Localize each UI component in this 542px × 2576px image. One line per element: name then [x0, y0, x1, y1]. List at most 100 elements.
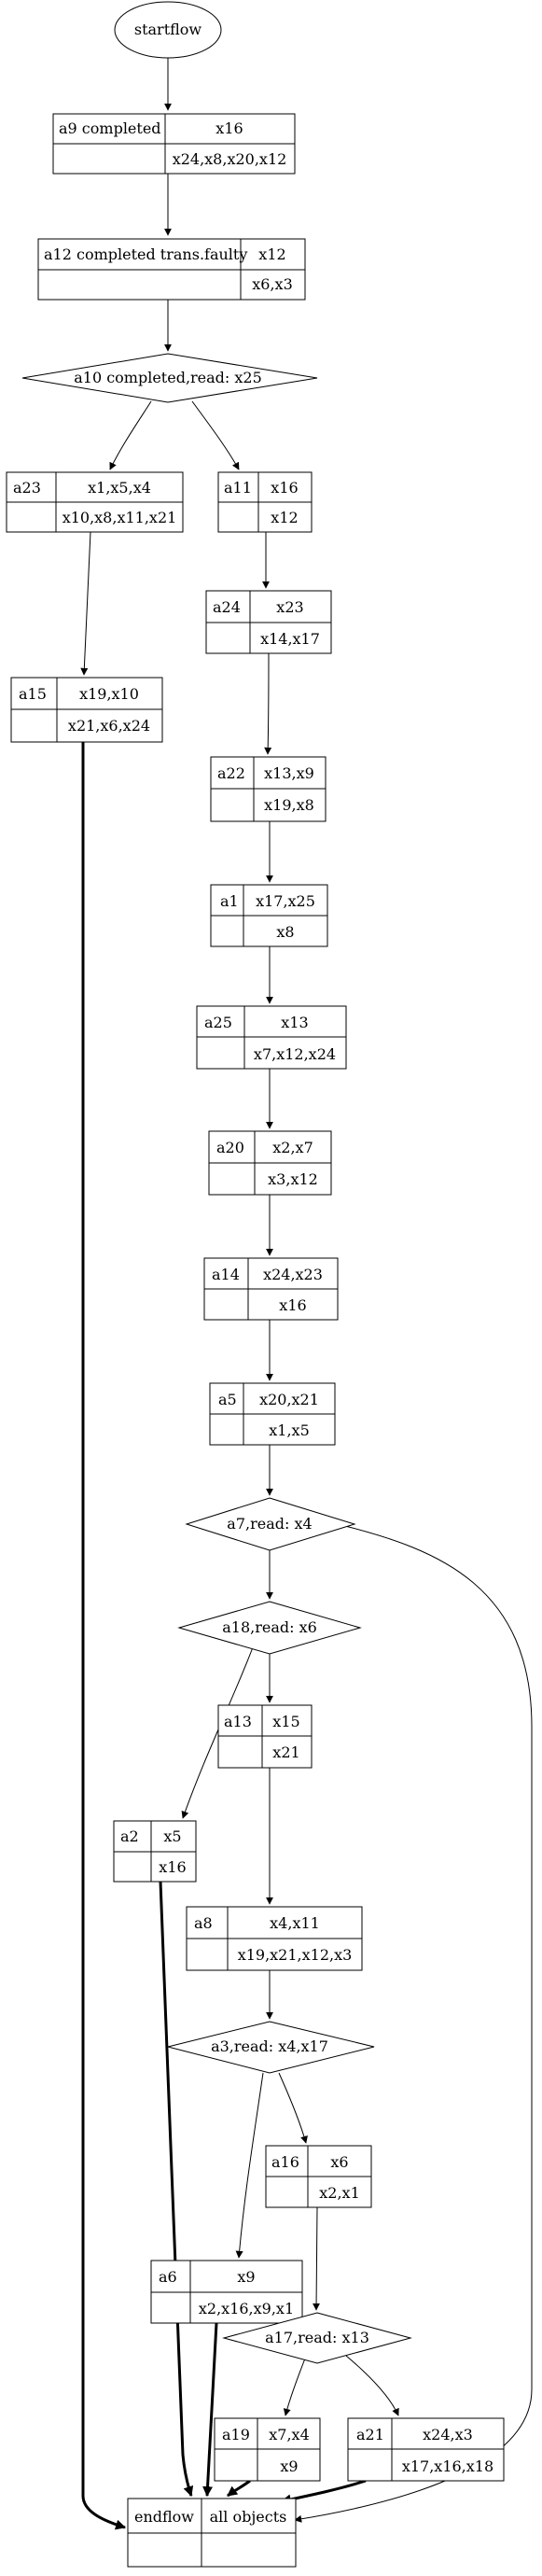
task-reads: x24,x23: [263, 1266, 323, 1283]
task-reads: x13: [281, 1014, 308, 1031]
task-a15: a15 x19,x10 x21,x6,x24: [10, 677, 163, 743]
edge-a7-to-end: [294, 1524, 533, 2523]
edge-a10-to-a23: [109, 400, 152, 470]
task-label: a22: [217, 764, 245, 782]
start-node: startflow: [114, 1, 222, 59]
task-a24: a24 x23 x14,x17: [205, 590, 332, 654]
edge-a2-to-end: [159, 1881, 194, 2498]
task-label: a9 completed: [59, 119, 161, 137]
task-a12: a12 completed trans.faulty x12 x6,x3: [37, 238, 306, 301]
edge-a6-to-end: [202, 2322, 218, 2498]
task-a9: a9 completed x16 x24,x8,x20,x12: [52, 113, 296, 175]
task-writes: x12: [271, 509, 298, 526]
decision-a10: a10 completed,read: x25: [21, 353, 318, 403]
task-reads: x23: [276, 598, 303, 616]
task-label: a13: [224, 1713, 252, 1730]
task-writes: x19,x8: [264, 796, 314, 814]
task-writes: x7,x12,x24: [254, 1045, 336, 1063]
task-writes: x9: [280, 2457, 298, 2475]
edge-a3-to-a16: [278, 2072, 308, 2144]
task-a2: a2 x5 x16: [113, 1820, 197, 1883]
task-reads: x6: [330, 2153, 348, 2171]
end-node: endflow all objects: [127, 2498, 297, 2568]
task-writes: x2,x16,x9,x1: [199, 2300, 294, 2317]
task-a23: a23 x1,x5,x4 x10,x8,x11,x21: [6, 471, 184, 533]
task-reads: x13,x9: [264, 764, 314, 782]
task-writes: x19,x21,x12,x3: [238, 1946, 353, 1964]
task-writes: x1,x5: [269, 1421, 310, 1439]
end-objects-label: all objects: [210, 2508, 287, 2526]
task-writes: x8: [276, 923, 294, 941]
task-reads: x1,x5,x4: [88, 479, 151, 497]
decision-label: a18,read: x6: [222, 1618, 317, 1636]
task-reads: x19,x10: [79, 685, 139, 703]
start-label: startflow: [134, 21, 202, 38]
task-a5: a5 x20,x21 x1,x5: [209, 1382, 336, 1446]
task-reads: x16: [215, 119, 243, 137]
edge-a19-to-end: [227, 2479, 251, 2498]
task-label: a12 completed trans.faulty: [44, 245, 247, 263]
task-label: a1: [220, 892, 239, 910]
edge-a16-to-a17: [313, 2206, 321, 2311]
task-label: a5: [218, 1391, 237, 1408]
task-label: a16: [271, 2153, 299, 2171]
task-a8: a8 x4,x11 x19,x21,x12,x3: [186, 1906, 363, 1971]
task-reads: x9: [237, 2268, 255, 2286]
edge-a17-to-a19: [283, 2358, 306, 2416]
task-reads: x24,x3: [423, 2426, 473, 2443]
task-label: a20: [216, 1139, 244, 1156]
task-label: a2: [120, 1827, 139, 1845]
task-a6: a6 x9 x2,x16,x9,x1: [150, 2260, 303, 2324]
task-reads: x17,x25: [256, 892, 315, 910]
task-reads: x2,x7: [272, 1139, 313, 1156]
task-a14: a14 x24,x23 x16: [203, 1257, 339, 1321]
task-label: a21: [356, 2426, 384, 2443]
task-writes: x3,x12: [268, 1170, 318, 1188]
task-label: a11: [224, 479, 252, 497]
task-a22: a22 x13,x9 x19,x8: [210, 756, 327, 822]
decision-a7: a7,read: x4: [185, 1497, 356, 1551]
edge-a23-to-a15: [80, 531, 91, 676]
task-a1: a1 x17,x25 x8: [210, 884, 328, 947]
task-label: a24: [213, 598, 241, 616]
task-reads: x16: [271, 479, 298, 497]
task-writes: x14,x17: [260, 630, 320, 648]
decision-a18: a18,read: x6: [177, 1601, 362, 1655]
task-a13: a13 x15 x21: [217, 1704, 313, 1769]
task-reads: x4,x11: [270, 1914, 320, 1932]
task-writes: x24,x8,x20,x12: [173, 150, 287, 168]
task-writes: x17,x16,x18: [402, 2457, 493, 2475]
decision-a3: a3,read: x4,x17: [167, 2021, 375, 2074]
task-writes: x21,x6,x24: [68, 717, 150, 735]
decision-label: a17,read: x13: [265, 2329, 369, 2346]
task-writes: x16: [279, 1296, 306, 1314]
task-a11: a11 x16 x12: [217, 471, 313, 533]
task-reads: x7,x4: [269, 2426, 310, 2443]
edge-a10-to-a11: [191, 400, 240, 470]
task-label: a23: [13, 479, 41, 497]
task-reads: x15: [272, 1713, 299, 1730]
decision-label: a3,read: x4,x17: [211, 2037, 328, 2055]
task-label: a6: [159, 2268, 177, 2286]
task-writes: x2,x1: [319, 2184, 360, 2202]
decision-a17: a17,read: x13: [222, 2312, 412, 2364]
task-label: a25: [204, 1014, 232, 1031]
task-writes: x21: [272, 1743, 299, 1761]
task-reads: x5: [163, 1827, 181, 1845]
task-a20: a20 x2,x7 x3,x12: [208, 1130, 332, 1196]
task-label: a8: [194, 1914, 213, 1932]
task-a16: a16 x6 x2,x1: [265, 2145, 372, 2208]
task-writes: x10,x8,x11,x21: [63, 509, 177, 526]
edge-a17-to-a21: [345, 2355, 399, 2416]
end-label: endflow: [134, 2508, 194, 2526]
edge-a24-to-a22: [264, 652, 272, 755]
task-writes: x6,x3: [252, 275, 293, 293]
task-a19: a19 x7,x4 x9: [214, 2417, 321, 2482]
decision-label: a10 completed,read: x25: [74, 369, 262, 386]
task-label: a15: [19, 685, 47, 703]
task-label: a14: [212, 1266, 240, 1283]
task-a21: a21 x24,x3 x17,x16,x18: [347, 2417, 505, 2482]
edge-a3-to-a6: [235, 2072, 264, 2259]
